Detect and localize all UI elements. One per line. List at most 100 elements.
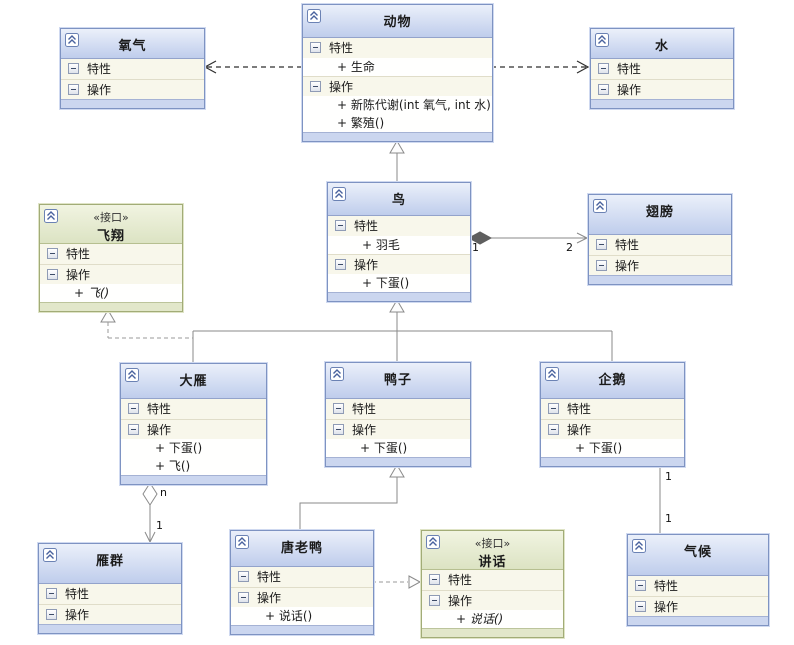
section-label: 特性	[654, 579, 679, 593]
section-label: 操作	[567, 423, 592, 437]
collapse-icon[interactable]	[545, 367, 559, 381]
generalization-donald-duck[interactable]	[299, 464, 405, 530]
attributes-section[interactable]: 特性	[303, 38, 492, 58]
dependency-animal-oxygen[interactable]	[203, 60, 302, 74]
collapse-icon[interactable]	[595, 33, 609, 47]
multiplicity-label: 2	[566, 241, 573, 254]
operation-item[interactable]: + 新陈代谢(int 氧气, int 水)	[303, 96, 492, 114]
collapse-icon[interactable]	[632, 539, 646, 553]
collapse-icon[interactable]	[307, 9, 321, 23]
dependency-arrowhead	[203, 60, 217, 74]
open-arrowhead	[144, 531, 156, 544]
operations-section[interactable]: 操作	[303, 76, 492, 96]
attributes-section[interactable]: 特性	[328, 216, 470, 236]
operations-section[interactable]: 操作	[231, 587, 373, 607]
aggregation-goose-flock[interactable]	[142, 482, 158, 544]
operations-section[interactable]: 操作	[328, 254, 470, 274]
attribute-item[interactable]: + 生命	[303, 58, 492, 76]
operation-item[interactable]: + 飞()	[40, 284, 182, 302]
class-title: 动物	[383, 15, 412, 30]
operations-section[interactable]: 操作	[541, 419, 684, 439]
operations-section[interactable]: 操作	[326, 419, 470, 439]
minus-icon	[598, 63, 609, 74]
operation-item[interactable]: + 飞()	[121, 457, 266, 475]
minus-icon	[333, 424, 344, 435]
attributes-section[interactable]: 特性	[326, 399, 470, 419]
operations-section[interactable]: 操作	[121, 419, 266, 439]
generalization-bird-animal[interactable]	[389, 140, 405, 182]
dependency-animal-water[interactable]	[491, 60, 590, 74]
class-donald-duck[interactable]: 唐老鸭 特性 操作 + 说话()	[230, 530, 374, 635]
collapse-icon[interactable]	[593, 199, 607, 213]
attributes-section[interactable]: 特性	[628, 576, 768, 596]
multiplicity-label: n	[160, 486, 167, 499]
attributes-section[interactable]: 特性	[541, 399, 684, 419]
operations-section[interactable]: 操作	[39, 604, 181, 624]
operation-item[interactable]: + 说话()	[231, 607, 373, 625]
class-header: 气候	[628, 535, 768, 576]
operations-section[interactable]: 操作	[591, 79, 733, 99]
realization-goose-fly[interactable]	[100, 309, 193, 339]
operations-section[interactable]: 操作	[422, 590, 563, 610]
attributes-section[interactable]: 特性	[39, 584, 181, 604]
class-penguin[interactable]: 企鹅 特性 操作 + 下蛋()	[540, 362, 685, 467]
class-wild-goose[interactable]: 大雁 特性 操作 + 下蛋() + 飞()	[120, 363, 267, 485]
class-duck[interactable]: 鸭子 特性 操作 + 下蛋()	[325, 362, 471, 467]
section-label: 操作	[65, 608, 90, 622]
class-header: 唐老鸭	[231, 531, 373, 567]
attributes-section[interactable]: 特性	[591, 59, 733, 79]
attributes-section[interactable]: 特性	[121, 399, 266, 419]
operation-item[interactable]: + 繁殖()	[303, 114, 492, 132]
section-label: 操作	[354, 258, 379, 272]
attribute-item[interactable]: + 羽毛	[328, 236, 470, 254]
section-label: 操作	[66, 268, 91, 282]
class-header: 大雁	[121, 364, 266, 399]
section-label: 特性	[147, 402, 172, 416]
operations-section[interactable]: 操作	[40, 264, 182, 284]
attributes-section[interactable]: 特性	[589, 235, 731, 255]
minus-icon	[548, 403, 559, 414]
collapse-icon[interactable]	[332, 187, 346, 201]
interface-footer	[40, 302, 182, 311]
minus-icon	[68, 63, 79, 74]
class-climate[interactable]: 气候 特性 操作	[627, 534, 769, 626]
composition-bird-wings[interactable]	[467, 231, 589, 245]
attributes-section[interactable]: 特性	[231, 567, 373, 587]
attributes-section[interactable]: 特性	[61, 59, 204, 79]
operations-section[interactable]: 操作	[628, 596, 768, 616]
interface-speak[interactable]: «接口» 讲话 特性 操作 + 说话()	[421, 530, 564, 638]
collapse-icon[interactable]	[125, 368, 139, 382]
interface-fly[interactable]: «接口» 飞翔 特性 操作 + 飞()	[39, 204, 183, 312]
class-oxygen[interactable]: 氧气 特性 操作	[60, 28, 205, 109]
collapse-icon[interactable]	[235, 535, 249, 549]
attributes-section[interactable]: 特性	[40, 244, 182, 264]
operations-section[interactable]: 操作	[589, 255, 731, 275]
operations-section[interactable]: 操作	[61, 79, 204, 99]
minus-icon	[238, 571, 249, 582]
operation-item[interactable]: + 下蛋()	[121, 439, 266, 457]
operation-item[interactable]: + 说话()	[422, 610, 563, 628]
stereotype-label: «接口»	[93, 211, 129, 224]
operation-item[interactable]: + 下蛋()	[328, 274, 470, 292]
class-animal[interactable]: 动物 特性 + 生命 操作 + 新陈代谢(int 氧气, int 水) + 繁殖…	[302, 4, 493, 142]
generalization-tree-bird-children[interactable]	[192, 299, 613, 363]
class-wings[interactable]: 翅膀 特性 操作	[588, 194, 732, 285]
operation-item[interactable]: + 下蛋()	[326, 439, 470, 457]
multiplicity-label: 1	[665, 470, 672, 483]
minus-icon	[310, 42, 321, 53]
class-bird[interactable]: 鸟 特性 + 羽毛 操作 + 下蛋()	[327, 182, 471, 302]
collapse-icon[interactable]	[43, 548, 57, 562]
collapse-icon[interactable]	[44, 209, 58, 223]
multiplicity-label: 1	[156, 519, 163, 532]
realization-donald-speak[interactable]	[372, 575, 422, 589]
collapse-icon[interactable]	[330, 367, 344, 381]
attributes-section[interactable]: 特性	[422, 570, 563, 590]
collapse-icon[interactable]	[426, 535, 440, 549]
class-water[interactable]: 水 特性 操作	[590, 28, 734, 109]
class-header: 动物	[303, 5, 492, 38]
minus-icon	[238, 592, 249, 603]
class-goose-flock[interactable]: 雁群 特性 操作	[38, 543, 182, 634]
operation-item[interactable]: + 下蛋()	[541, 439, 684, 457]
class-title: 鸟	[391, 193, 406, 208]
collapse-icon[interactable]	[65, 33, 79, 47]
